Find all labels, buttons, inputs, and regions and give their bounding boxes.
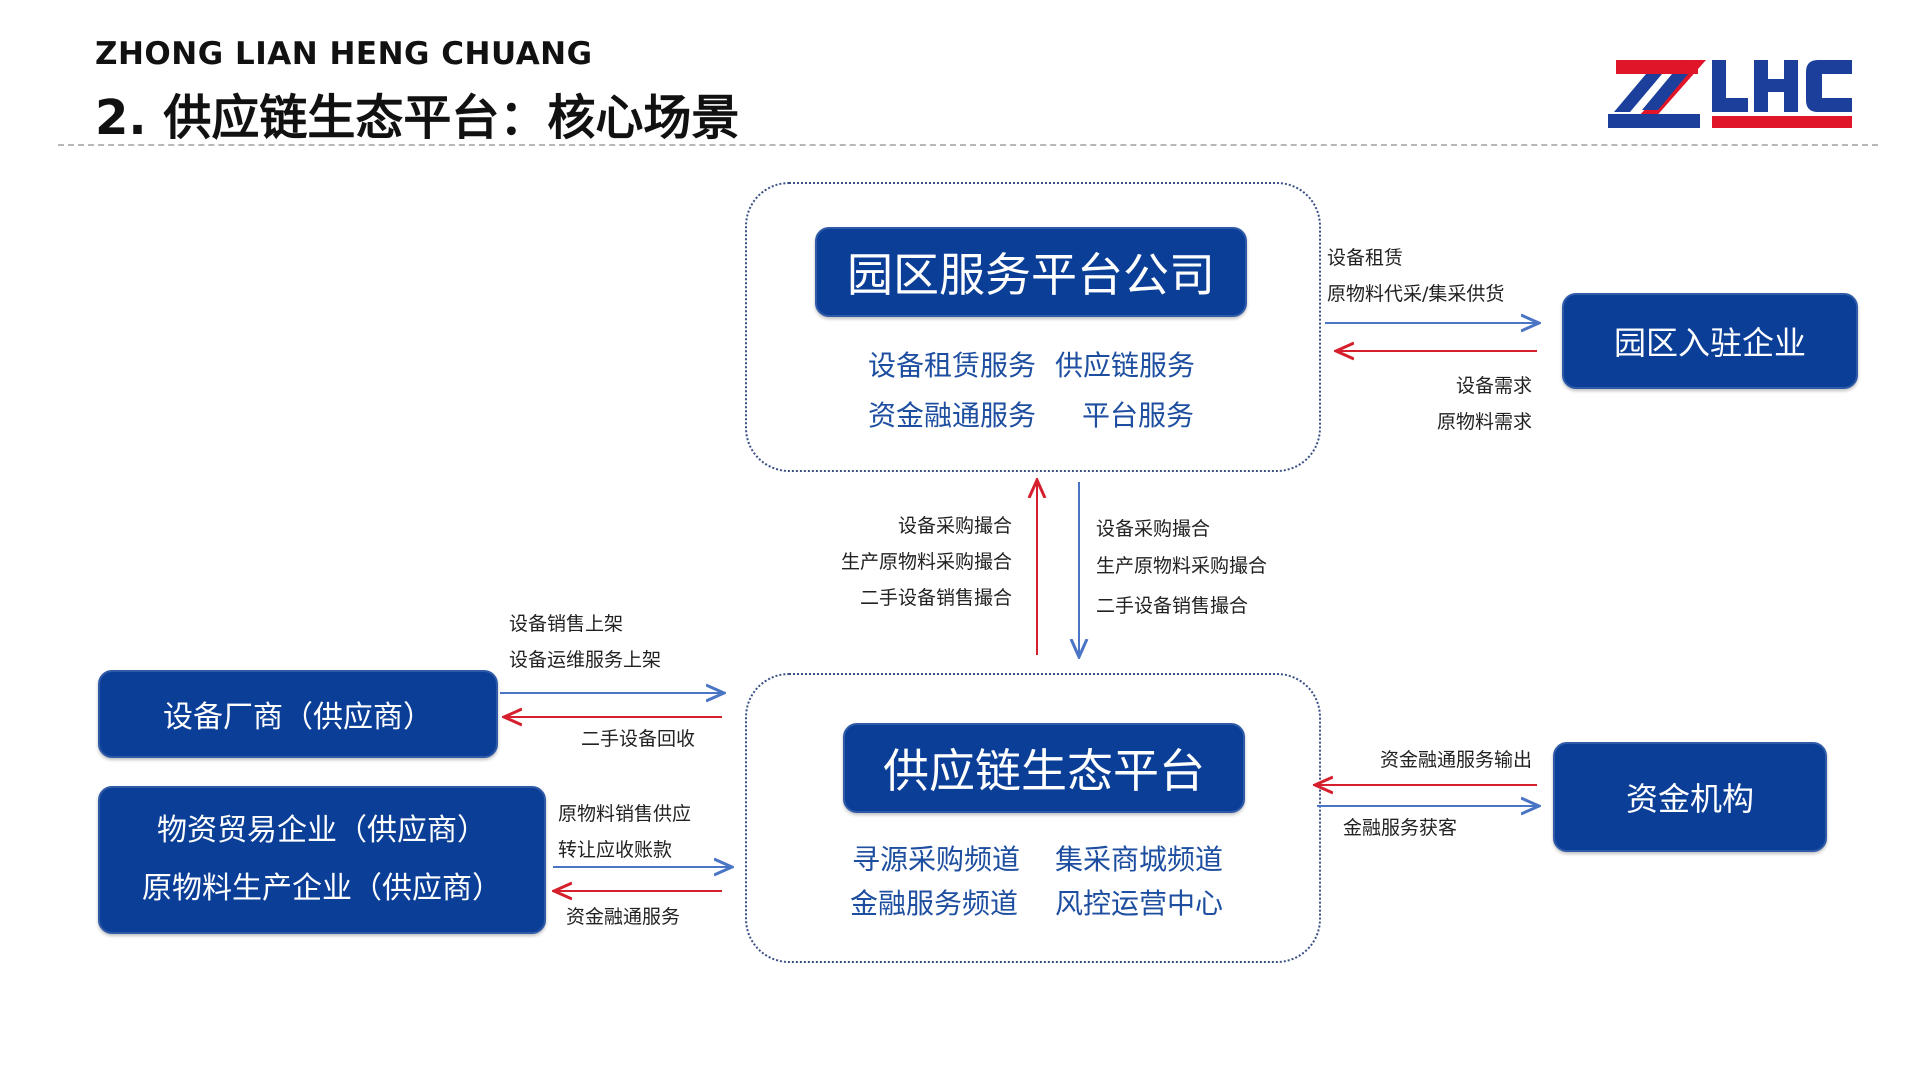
label-maintenance-listing: 设备运维服务上架: [509, 649, 662, 671]
logo-blue-diagonal-a: [1642, 74, 1688, 110]
logo-blue-base: [1608, 114, 1700, 128]
label-equipment-sales-listing: 设备销售上架: [509, 613, 624, 635]
label-receivables-transfer: 转让应收账款: [558, 839, 673, 861]
label-fund-service-output: 资金融通服务输出: [1379, 749, 1532, 771]
brand-name: ZHONG LIAN HENG CHUANG: [95, 36, 593, 72]
logo-blue-diagonal-b: [1614, 74, 1662, 112]
label-material-demand: 原物料需求: [1436, 411, 1532, 433]
label-down-used-equipment-match: 二手设备销售撮合: [1096, 595, 1249, 617]
label-finance-customer-acquisition: 金融服务获客: [1343, 817, 1458, 839]
finance-institution-node[interactable]: 资金机构: [1553, 742, 1827, 852]
logo-red-underline: [1712, 116, 1852, 128]
label-equipment-leasing: 设备租赁: [1327, 247, 1404, 269]
material-supplier-node[interactable]: 物资贸易企业（供应商） 原物料生产企业（供应商）: [98, 786, 546, 934]
logo-red-bar: [1616, 60, 1698, 74]
label-up-material-match: 生产原物料采购撮合: [840, 551, 1012, 573]
supply-service-1: 寻源采购频道: [852, 843, 1021, 876]
label-up-equipment-match: 设备采购撮合: [897, 515, 1012, 537]
label-fund-service: 资金融通服务: [566, 906, 681, 928]
park-service-2: 供应链服务: [1055, 349, 1196, 382]
supply-platform-title[interactable]: 供应链生态平台: [843, 723, 1245, 813]
logo-z-mark: [1608, 60, 1706, 128]
label-up-used-equipment-match: 二手设备销售撮合: [859, 587, 1012, 609]
label-material-procurement-supply: 原物料代采/集采供货: [1327, 283, 1505, 305]
park-platform-title[interactable]: 园区服务平台公司: [815, 227, 1247, 317]
label-down-equipment-match: 设备采购撮合: [1096, 518, 1211, 540]
park-service-3: 资金融通服务: [868, 399, 1037, 432]
supply-service-4: 风控运营中心: [1055, 887, 1224, 920]
page-title: 2. 供应链生态平台：核心场景: [95, 90, 740, 146]
park-enterprise-node[interactable]: 园区入驻企业: [1562, 293, 1858, 389]
supply-service-2: 集采商城频道: [1055, 843, 1224, 876]
label-material-supply: 原物料销售供应: [558, 803, 692, 825]
label-equipment-demand: 设备需求: [1455, 375, 1532, 397]
zlhc-logo: [1608, 60, 1852, 128]
header-divider: [58, 144, 1878, 146]
material-supplier-line-2: 原物料生产企业（供应商）: [142, 871, 502, 906]
label-used-equipment-recycle: 二手设备回收: [581, 728, 696, 750]
equipment-vendor-node[interactable]: 设备厂商（供应商）: [98, 670, 498, 758]
material-supplier-line-1: 物资贸易企业（供应商）: [157, 813, 487, 848]
logo-lhc-letters: [1712, 60, 1852, 112]
park-service-1: 设备租赁服务: [868, 349, 1037, 382]
supply-service-3: 金融服务频道: [850, 887, 1019, 920]
park-service-4: 平台服务: [1082, 399, 1195, 432]
supply-platform-frame: [745, 673, 1321, 963]
label-down-material-match: 生产原物料采购撮合: [1096, 555, 1268, 577]
